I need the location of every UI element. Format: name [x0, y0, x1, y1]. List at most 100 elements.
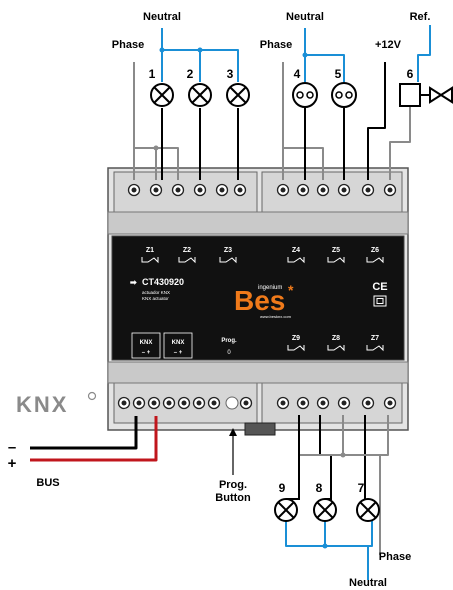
wire-ref	[417, 25, 431, 82]
output-number-6: 6	[407, 67, 414, 81]
label-phase-right: Phase	[260, 39, 292, 51]
terminal-screw-head-icon	[237, 187, 243, 193]
front-panel	[111, 235, 405, 361]
wire-neutral-bottom	[285, 520, 373, 547]
output-number-8: 8	[316, 481, 323, 495]
wires	[30, 25, 431, 580]
front-panel-content: Z1 Z2 Z3 Z4 Z5 Z6 Z9 Z8 Z7 ➡ CT430920 ac…	[130, 247, 388, 359]
device-desc-line1: actuador KNX	[142, 290, 170, 295]
terminal-screw-head-icon	[300, 400, 306, 406]
wire-12v	[367, 62, 386, 180]
label-bus: BUS	[36, 477, 59, 489]
terminal-screw-head-icon	[320, 400, 326, 406]
upper-band	[107, 211, 409, 235]
device-model: CT430920	[142, 277, 184, 287]
fluorescent-lamp-icon	[331, 82, 357, 108]
lower-band	[107, 361, 409, 384]
terminal-screw-head-icon	[243, 400, 249, 406]
wire-phase-bottom	[379, 415, 389, 555]
terminal-screw-head-icon	[181, 400, 187, 406]
terminal-screw-head-icon	[151, 400, 157, 406]
label-neutral-top-left: Neutral	[143, 11, 181, 23]
terminal-screw-head-icon	[365, 187, 371, 193]
knx-logo-text: KNX	[16, 392, 68, 417]
double-insulation-icon	[373, 295, 387, 307]
terminal-screw-head-icon	[320, 187, 326, 193]
actuator-device	[107, 167, 409, 436]
terminal-screw-head-icon	[365, 400, 371, 406]
label-bus-minus: –	[8, 439, 16, 456]
relay-contact-icon	[366, 257, 384, 264]
label-neutral-bottom: Neutral	[349, 577, 387, 589]
lamp-icon	[188, 83, 212, 107]
terminal-screw-head-icon	[341, 400, 347, 406]
output-number-9: 9	[279, 481, 286, 495]
zone-label-z3: Z3	[224, 247, 232, 254]
knx-logo: KNX	[16, 391, 97, 417]
knx-polarity-1: – +	[142, 350, 151, 356]
lamp-icon	[356, 498, 380, 522]
relay-contact-symbols	[141, 257, 384, 352]
terminal-screw-head-icon	[153, 187, 159, 193]
terminal-screw-head-icon	[387, 400, 393, 406]
terminal-screw-head-icon	[300, 187, 306, 193]
junction-dot	[340, 452, 346, 458]
valve-icon	[399, 83, 453, 107]
relay-contact-icon	[287, 257, 305, 264]
terminal-screw-head-icon	[280, 187, 286, 193]
brand-logo: Bes	[234, 285, 285, 316]
bus-wire-plus	[30, 416, 158, 462]
terminal-screw-head-icon	[211, 400, 217, 406]
zone-label-z5: Z5	[332, 247, 340, 254]
brand-small: ingenium	[258, 285, 282, 291]
relay-contact-icon	[327, 257, 345, 264]
terminal-screw-head-icon	[166, 400, 172, 406]
terminal-screw-head-icon	[136, 400, 142, 406]
knx-terminal-label-1: KNX	[140, 340, 153, 346]
prog-led: 0	[227, 350, 231, 356]
zone-label-z8: Z8	[332, 335, 340, 342]
output-number-2: 2	[187, 67, 194, 81]
relay-contact-icon	[178, 257, 196, 264]
label-neutral-top-right: Neutral	[286, 11, 324, 23]
lamp-icon	[274, 498, 298, 522]
knx-polarity-2: – +	[174, 350, 183, 356]
lamp-icon	[226, 83, 250, 107]
junction-dot	[322, 543, 328, 549]
output-number-7: 7	[358, 481, 365, 495]
label-prog-button-line1: Prog.	[219, 479, 247, 491]
terminal-screws	[117, 183, 397, 410]
terminal-screw-head-icon	[341, 187, 347, 193]
prog-arrow-head	[229, 428, 237, 436]
junction-dot	[302, 52, 308, 58]
zone-label-z9: Z9	[292, 335, 300, 342]
ce-mark: CE	[372, 281, 387, 293]
prog-label: Prog.	[221, 338, 237, 344]
junction-dots	[153, 47, 346, 549]
label-prog-button-line2: Button	[215, 492, 251, 504]
brand-url: www.besknx.com	[260, 314, 292, 319]
terminal-screw-head-icon	[121, 400, 127, 406]
knx-terminal-box-2	[163, 332, 193, 359]
device-desc-line2: KNX actuator	[142, 296, 169, 301]
double-insulation-inner-icon	[376, 298, 384, 304]
lamp-icon	[313, 498, 337, 522]
zone-label-z7: Z7	[371, 335, 379, 342]
din-clip	[244, 422, 276, 436]
arrow-icon: ➡	[130, 278, 137, 287]
terminal-screw-head-icon	[280, 400, 286, 406]
zone-label-z6: Z6	[371, 247, 379, 254]
bus-wire-minus	[30, 416, 138, 450]
relay-contact-icon	[366, 345, 384, 352]
lamp-icon	[150, 83, 174, 107]
terminal-screw-head-icon	[197, 187, 203, 193]
terminal-screw-head-icon	[175, 187, 181, 193]
brand-star-icon: *	[288, 282, 294, 298]
label-phase-left: Phase	[112, 39, 144, 51]
label-bus-plus: +	[8, 455, 17, 472]
label-phase-bottom: Phase	[379, 551, 411, 563]
prog-button[interactable]	[225, 396, 239, 410]
relay-contact-icon	[327, 345, 345, 352]
relay-contact-icon	[219, 257, 237, 264]
